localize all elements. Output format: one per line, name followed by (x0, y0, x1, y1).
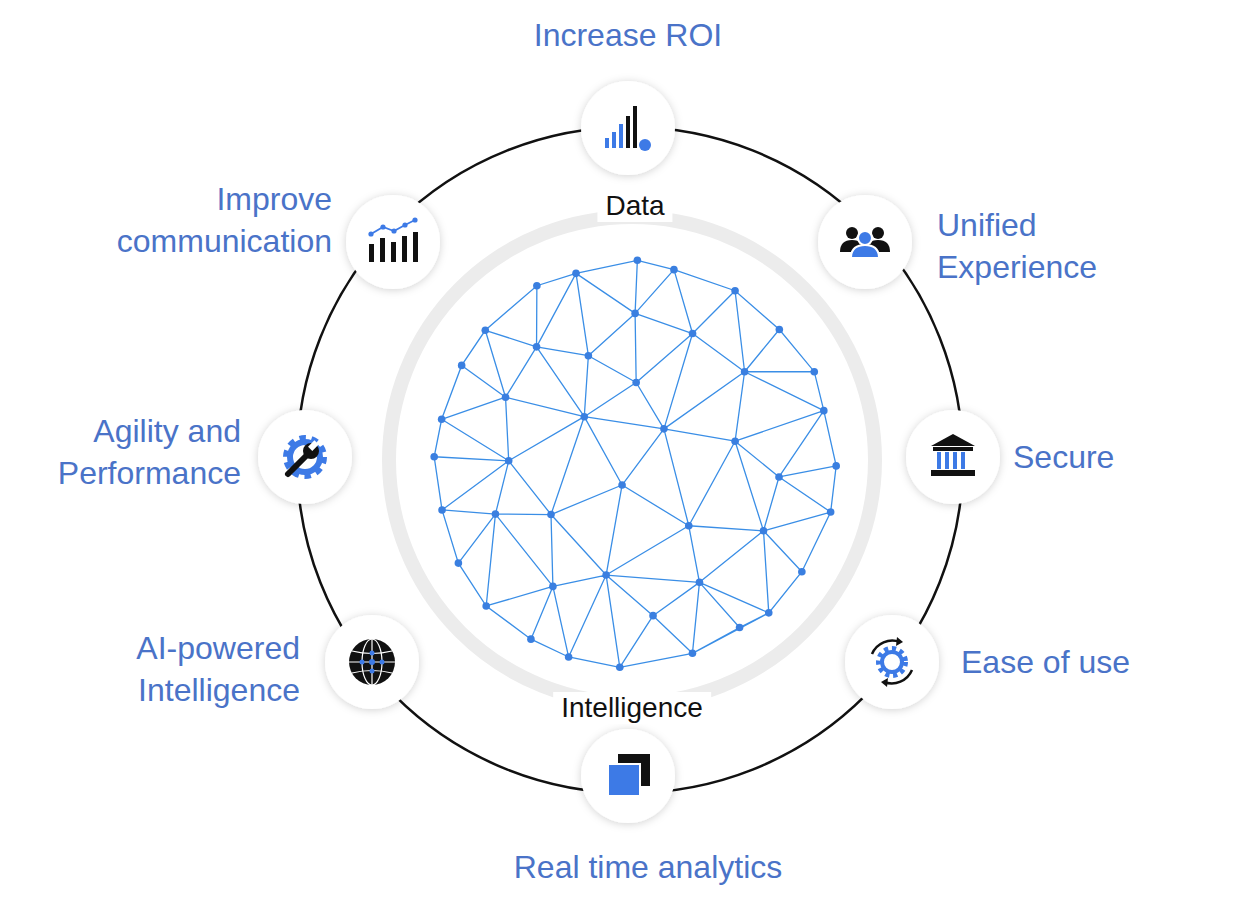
mesh-dot (827, 508, 835, 516)
icon-circle: Secure (906, 410, 1000, 504)
mesh-dot (765, 609, 773, 617)
mesh-dot (565, 653, 573, 661)
mesh-dot (736, 624, 744, 632)
gear-wrench-icon (287, 439, 323, 475)
icon-discs (258, 81, 1000, 823)
mesh-dot (798, 568, 806, 576)
mesh-dot (527, 635, 535, 643)
mesh-dot (689, 650, 697, 658)
mesh-dot (533, 343, 541, 351)
roi-icon (605, 106, 651, 151)
mesh-dot (547, 511, 555, 519)
mesh-dot (458, 362, 466, 370)
center-ring: DataIntelligence (382, 210, 882, 710)
mesh-dot (533, 282, 541, 290)
icon-circle: Improve communication (346, 195, 440, 289)
mesh-dot (580, 413, 588, 421)
mesh-dot (731, 437, 739, 445)
mesh-dot (696, 579, 704, 587)
benefit-label: AI-powered Intelligence (70, 627, 300, 711)
mesh-dot (649, 612, 657, 620)
mesh-dot (438, 415, 446, 423)
mesh-dot (502, 393, 510, 401)
layers-icon (608, 754, 650, 796)
mesh-dot (776, 326, 784, 334)
chart-icon (368, 217, 418, 262)
people-icon (840, 227, 890, 258)
mesh-dot (549, 583, 557, 591)
mesh-dot (731, 287, 739, 295)
mesh-dot (670, 266, 678, 274)
mesh-dot (741, 368, 749, 376)
icon-circle: Agility and Performance (258, 410, 352, 504)
mesh-dot (430, 453, 438, 461)
benefit-label: Secure (1013, 436, 1213, 478)
bank-icon (931, 434, 975, 476)
mesh-dot (602, 571, 610, 579)
mesh-dot (689, 330, 697, 338)
ring-label: Intelligence (553, 692, 711, 724)
mesh-dot (760, 527, 768, 535)
icon-circle: Increase ROI (581, 81, 675, 175)
icon-circle: Ease of use (845, 615, 939, 709)
mesh-dot (585, 352, 593, 360)
mesh-dot (775, 473, 783, 481)
mesh-dot (820, 407, 828, 415)
mesh-dot (632, 379, 640, 387)
mesh-dot (505, 457, 513, 465)
benefit-label: Real time analytics (438, 846, 858, 888)
globe-icon (349, 639, 395, 685)
icon-circle: AI-powered Intelligence (325, 615, 419, 709)
ring-label: Data (597, 190, 672, 222)
gear-cycle-icon (872, 637, 912, 687)
inner-ring (389, 217, 875, 703)
mesh-dot (660, 425, 668, 433)
outer-ring (297, 127, 963, 793)
mesh-dot (482, 602, 490, 610)
mesh-dot (810, 368, 818, 376)
mesh-dot (455, 559, 463, 567)
benefit-label: Unified Experience (937, 204, 1147, 288)
mesh-dot (572, 270, 580, 278)
mesh-dot (631, 310, 639, 318)
sphere-mesh (434, 260, 836, 667)
icon-circle: Real time analytics (581, 729, 675, 823)
mesh-dot (438, 506, 446, 514)
benefit-label: Agility and Performance (16, 410, 241, 494)
network-sphere (430, 257, 840, 672)
mesh-dot (482, 326, 490, 334)
mesh-dot (616, 664, 624, 672)
icon-circle: Unified Experience (818, 195, 912, 289)
mesh-dot (618, 481, 626, 489)
benefit-label: Ease of use (961, 641, 1201, 683)
benefit-label: Improve communication (52, 178, 332, 262)
mesh-dot (492, 510, 500, 518)
mesh-dot (634, 257, 642, 265)
mesh-dot (832, 462, 840, 470)
benefit-label: Increase ROI (468, 14, 788, 56)
mesh-dot (685, 522, 693, 530)
